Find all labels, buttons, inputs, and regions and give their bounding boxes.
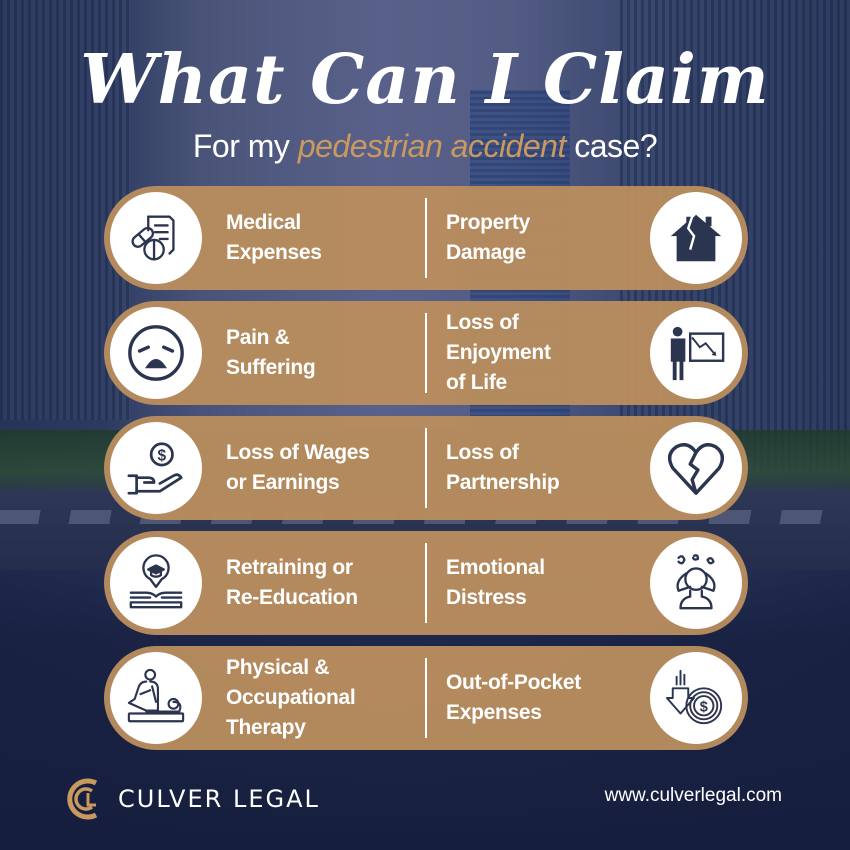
broken-heart-icon — [650, 422, 742, 514]
book-graduation-cap-icon — [110, 537, 202, 629]
sad-face-icon — [110, 307, 202, 399]
claim-label: Medical Expenses — [226, 211, 322, 264]
divider — [425, 543, 427, 623]
svg-text:$: $ — [158, 447, 167, 464]
medical-pills-document-icon — [110, 192, 202, 284]
claim-row-1: Medical Expenses Property Damage — [104, 186, 748, 290]
claim-label: Loss of Partnership — [446, 441, 560, 494]
claim-label: Loss of Wages or Earnings — [226, 441, 370, 494]
subtitle-suffix: case? — [565, 128, 658, 164]
money-down-arrow-icon: $ — [650, 652, 742, 744]
claim-row-2: Pain & Suffering Loss of Enjoyment of Li… — [104, 301, 748, 405]
subtitle-prefix: For my — [192, 128, 298, 164]
person-declining-chart-icon — [650, 307, 742, 399]
hand-dollar-coin-icon: $ — [110, 422, 202, 514]
divider — [425, 313, 427, 393]
page-title: What Can I Claim — [80, 40, 770, 120]
divider — [425, 428, 427, 508]
claim-label: Emotional Distress — [446, 556, 545, 609]
svg-text:$: $ — [700, 700, 708, 716]
culver-legal-logo[interactable]: CULVER LEGAL — [66, 775, 320, 823]
page-subtitle: For my pedestrian accident case? — [0, 128, 850, 165]
brand-name: CULVER LEGAL — [118, 785, 320, 813]
claim-row-3: $ Loss of Wages or Earnings Loss of Part… — [104, 416, 748, 520]
divider — [425, 198, 427, 278]
massage-therapy-icon — [110, 652, 202, 744]
claim-label: Retraining or Re-Education — [226, 556, 358, 609]
claim-label: Loss of Enjoyment of Life — [446, 311, 551, 394]
distressed-person-icon — [650, 537, 742, 629]
divider — [425, 658, 427, 738]
subtitle-accent: pedestrian accident — [297, 128, 567, 164]
claim-label: Physical & Occupational Therapy — [226, 656, 356, 739]
claim-label: Pain & Suffering — [226, 326, 316, 379]
culver-legal-logo-icon — [67, 778, 98, 820]
website-link[interactable]: www.culverlegal.com — [604, 785, 782, 806]
claim-label: Out-of-Pocket Expenses — [446, 671, 581, 724]
claim-label: Property Damage — [446, 211, 530, 264]
broken-house-icon — [650, 192, 742, 284]
claim-row-4: Retraining or Re-Education Emotional Dis… — [104, 531, 748, 635]
claim-row-5: Physical & Occupational Therapy Out-of-P… — [104, 646, 748, 750]
